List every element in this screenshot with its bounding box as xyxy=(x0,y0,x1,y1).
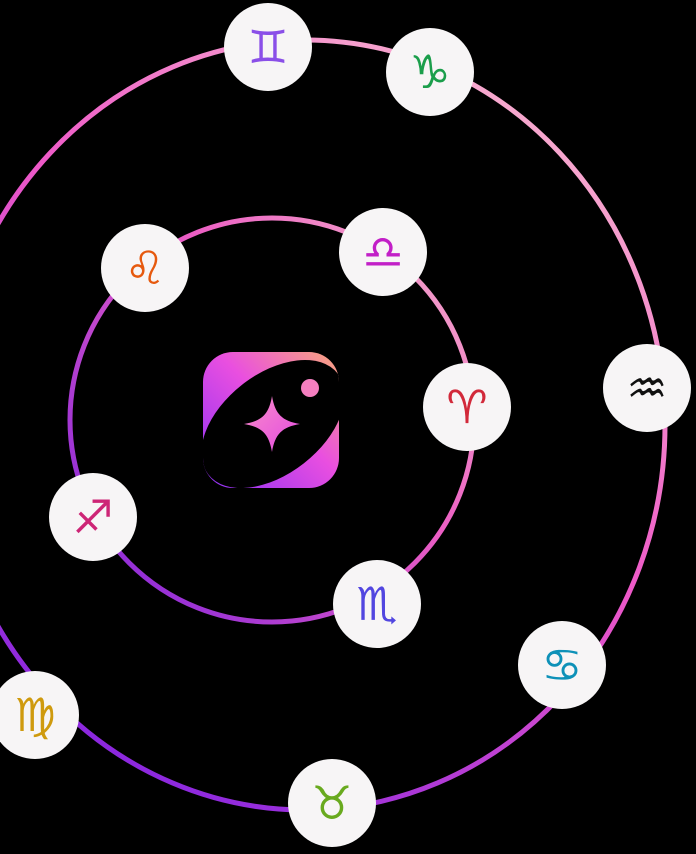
zodiac-sign-sagittarius: ♐ xyxy=(49,473,137,561)
taurus-icon: ♉ xyxy=(311,776,353,830)
zodiac-sign-gemini: ♊ xyxy=(224,3,312,91)
scorpio-icon: ♏ xyxy=(356,577,398,631)
libra-icon: ♎ xyxy=(362,225,404,279)
capricorn-icon: ♑ xyxy=(409,45,451,99)
zodiac-sign-aquarius: ♒ xyxy=(603,344,691,432)
galaxy-dot xyxy=(301,379,319,397)
zodiac-sign-taurus: ♉ xyxy=(288,759,376,847)
aries-icon: ♈ xyxy=(446,380,488,434)
zodiac-sign-capricorn: ♑ xyxy=(386,28,474,116)
virgo-icon: ♍ xyxy=(14,688,56,742)
cancer-icon: ♋ xyxy=(541,638,583,692)
zodiac-sign-scorpio: ♏ xyxy=(333,560,421,648)
zodiac-sign-virgo: ♍ xyxy=(0,671,79,759)
zodiac-sign-cancer: ♋ xyxy=(518,621,606,709)
zodiac-sign-leo: ♌ xyxy=(101,224,189,312)
leo-icon: ♌ xyxy=(124,241,166,295)
zodiac-sign-aries: ♈ xyxy=(423,363,511,451)
sagittarius-icon: ♐ xyxy=(72,490,114,544)
zodiac-sign-libra: ♎ xyxy=(339,208,427,296)
sparkle-star-icon xyxy=(244,396,300,452)
astrology-app-icon xyxy=(203,352,339,488)
gemini-icon: ♊ xyxy=(247,20,289,74)
aquarius-icon: ♒ xyxy=(626,361,668,415)
